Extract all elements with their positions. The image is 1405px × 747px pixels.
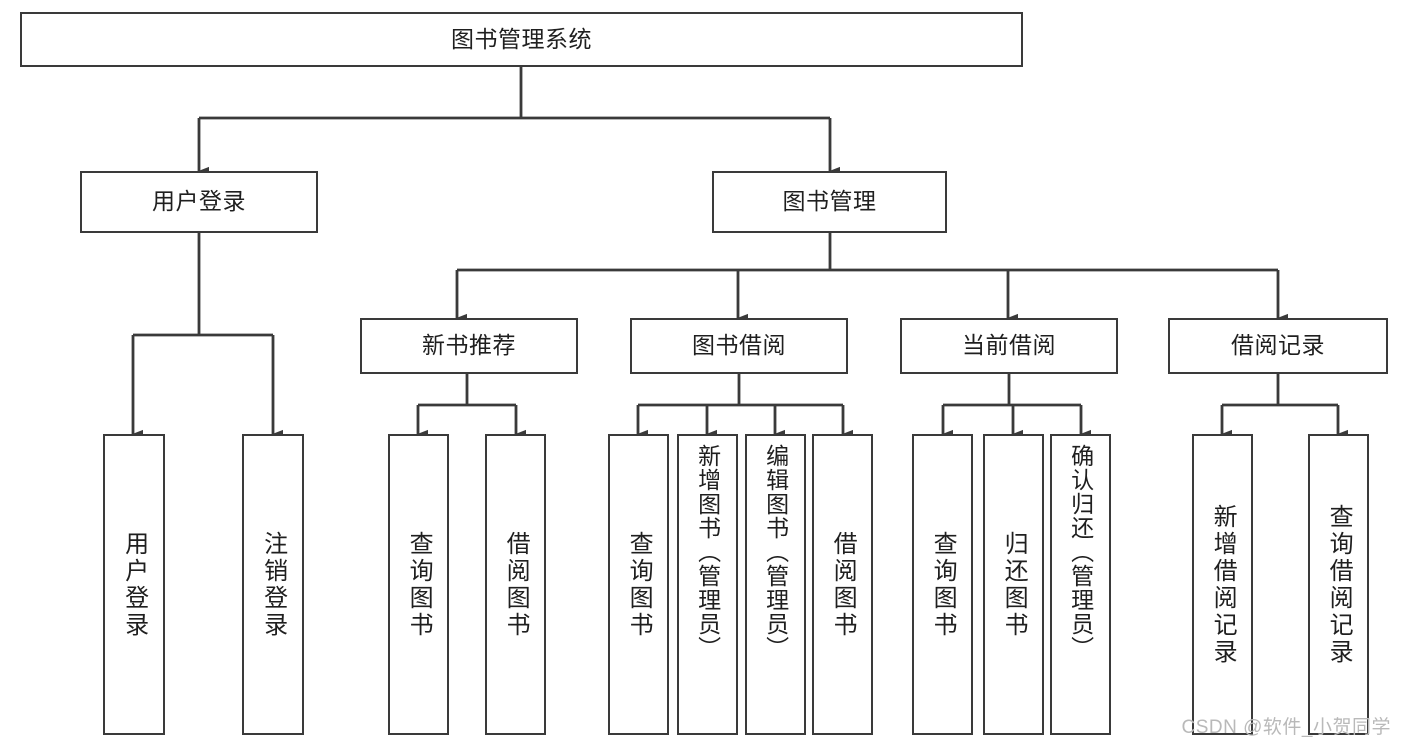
- node-leaf-query-record[interactable]: 查询借阅记录: [1308, 434, 1369, 735]
- node-leaf-borrow-book-rec-label: 借阅图书: [502, 530, 530, 639]
- node-root[interactable]: 图书管理系统: [20, 12, 1023, 67]
- node-leaf-user-login-label: 用户登录: [120, 530, 148, 639]
- node-leaf-return-book[interactable]: 归还图书: [983, 434, 1044, 735]
- node-leaf-add-book-label: 新增图书（管理员）: [694, 444, 721, 660]
- node-book-manage[interactable]: 图书管理: [712, 171, 947, 233]
- node-leaf-query-record-label: 查询借阅记录: [1325, 503, 1353, 666]
- node-leaf-add-record-label: 新增借阅记录: [1209, 503, 1237, 666]
- node-leaf-query-book-cur[interactable]: 查询图书: [912, 434, 973, 735]
- node-leaf-confirm-return-label: 确认归还（管理员）: [1067, 444, 1094, 660]
- node-leaf-confirm-return[interactable]: 确认归还（管理员）: [1050, 434, 1111, 735]
- node-book-manage-label: 图书管理: [782, 188, 877, 215]
- node-root-label: 图书管理系统: [451, 25, 592, 52]
- node-leaf-borrow-book-label: 借阅图书: [829, 530, 857, 639]
- node-leaf-return-book-label: 归还图书: [1000, 530, 1028, 639]
- node-leaf-user-login[interactable]: 用户登录: [103, 434, 165, 735]
- node-user-login-label: 用户登录: [152, 188, 246, 215]
- node-current-borrow[interactable]: 当前借阅: [900, 318, 1118, 374]
- node-leaf-query-book-borrow-label: 查询图书: [625, 530, 653, 639]
- node-leaf-query-book-rec[interactable]: 查询图书: [388, 434, 449, 735]
- node-leaf-edit-book-label: 编辑图书（管理员）: [762, 444, 789, 660]
- node-new-book-rec-label: 新书推荐: [422, 332, 516, 359]
- node-leaf-logout-label: 注销登录: [259, 530, 287, 639]
- node-borrow-record[interactable]: 借阅记录: [1168, 318, 1388, 374]
- node-borrow-record-label: 借阅记录: [1231, 332, 1325, 359]
- node-current-borrow-label: 当前借阅: [962, 332, 1056, 359]
- node-leaf-query-book-rec-label: 查询图书: [405, 530, 433, 639]
- node-leaf-borrow-book[interactable]: 借阅图书: [812, 434, 873, 735]
- node-leaf-logout[interactable]: 注销登录: [242, 434, 304, 735]
- node-leaf-add-record[interactable]: 新增借阅记录: [1192, 434, 1253, 735]
- node-new-book-rec[interactable]: 新书推荐: [360, 318, 578, 374]
- node-user-login[interactable]: 用户登录: [80, 171, 318, 233]
- node-book-borrow[interactable]: 图书借阅: [630, 318, 848, 374]
- node-leaf-query-book-borrow[interactable]: 查询图书: [608, 434, 669, 735]
- node-leaf-edit-book[interactable]: 编辑图书（管理员）: [745, 434, 806, 735]
- node-leaf-borrow-book-rec[interactable]: 借阅图书: [485, 434, 546, 735]
- node-leaf-add-book[interactable]: 新增图书（管理员）: [677, 434, 738, 735]
- node-leaf-query-book-cur-label: 查询图书: [929, 530, 957, 639]
- watermark: CSDN @软件_小贺同学: [1181, 717, 1391, 738]
- node-book-borrow-label: 图书借阅: [692, 332, 786, 359]
